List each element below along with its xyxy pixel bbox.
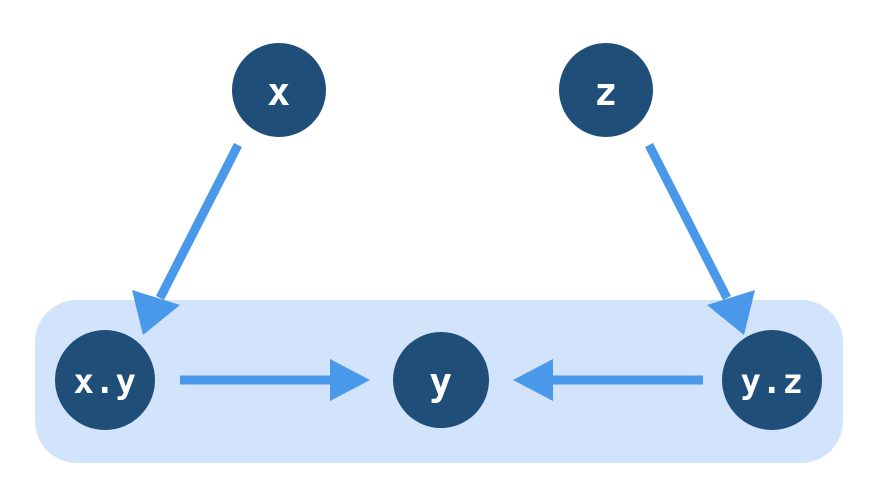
node-x-label: x [267, 70, 290, 114]
edge-x-to-xy-arrowhead [132, 290, 180, 335]
node-xy-label: x.y [74, 362, 137, 402]
edge-yz-to-y-arrowhead [513, 359, 553, 401]
edges-layer [132, 142, 755, 401]
node-y[interactable]: y [393, 332, 489, 428]
node-x[interactable]: x [232, 43, 326, 137]
node-yz-circle [722, 330, 822, 430]
edge-z-to-yz-shaft [644, 142, 732, 301]
node-xy-circle [55, 330, 155, 430]
edge-yz-to-y[interactable] [513, 359, 703, 401]
node-y-circle [393, 332, 489, 428]
edge-x-to-xy[interactable] [132, 142, 243, 335]
edge-z-to-yz[interactable] [644, 142, 755, 335]
node-z[interactable]: z [559, 43, 653, 137]
node-z-label: z [594, 70, 617, 114]
edge-x-to-xy-shaft [155, 142, 243, 301]
node-yz[interactable]: y.z [722, 330, 822, 430]
nodes-layer: x z x.y y y.z [55, 43, 822, 430]
node-z-circle [559, 43, 653, 137]
node-yz-label: y.z [741, 362, 804, 402]
node-x-circle [232, 43, 326, 137]
edge-z-to-yz-arrowhead [707, 290, 755, 335]
edge-xy-to-y-arrowhead [330, 359, 370, 401]
edge-xy-to-y[interactable] [180, 359, 370, 401]
node-y-label: y [429, 360, 452, 404]
node-xy[interactable]: x.y [55, 330, 155, 430]
